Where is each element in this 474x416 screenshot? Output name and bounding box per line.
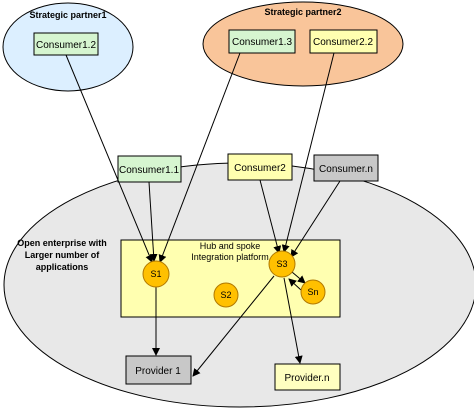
consumer-1-1-label: Consumer1.1	[119, 165, 179, 176]
arrow-consumer12-to-s1	[65, 54, 154, 263]
enterprise-label-line1: Open enterprise with	[17, 238, 107, 248]
consumer-1-3-label: Consumer1.3	[232, 37, 292, 48]
strategic-partner2-ellipse	[202, 1, 404, 87]
service-s2[interactable]: S2	[213, 282, 239, 308]
strategic-partner2-title: Strategic partner2	[264, 7, 341, 17]
arrow-s3-to-sn	[291, 271, 306, 284]
arrow-consumern-to-s3	[290, 180, 341, 258]
consumer-1-1-box[interactable]: Consumer1.1	[117, 155, 182, 183]
arrow-s3-to-provider1	[192, 275, 275, 377]
service-s3[interactable]: S3	[268, 250, 296, 278]
arrow-consumer22-to-s3	[281, 52, 335, 253]
arrow-consumer13-to-s1	[158, 52, 241, 263]
service-s2-label: S2	[220, 290, 231, 300]
arrow-consumer11-to-s1	[148, 181, 158, 262]
consumer-2-2-box[interactable]: Consumer2.2	[309, 29, 378, 54]
provider-1-label: Provider 1	[135, 366, 181, 377]
consumer-2-box[interactable]: Consumer2	[227, 153, 293, 181]
service-s1-label: S1	[150, 269, 161, 279]
strategic-partner1-title: Strategic partner1	[29, 10, 106, 20]
enterprise-label-line2: Larger number of	[25, 250, 101, 260]
service-s3-label: S3	[276, 259, 287, 269]
service-sn-label: Sn	[307, 287, 318, 297]
consumer-2-label: Consumer2	[234, 163, 286, 174]
provider-n-label: Provider.n	[284, 373, 329, 384]
hub-label-line1: Hub and spoke	[200, 241, 261, 251]
service-s1[interactable]: S1	[142, 260, 170, 288]
consumer-1-3-box[interactable]: Consumer1.3	[228, 29, 296, 54]
consumer-1-2-box[interactable]: Consumer1.2	[33, 32, 99, 56]
open-enterprise-label: Open enterprise with Larger number of ap…	[17, 238, 107, 272]
provider-1-box[interactable]: Provider 1	[125, 355, 192, 385]
arrow-sn-to-s3	[288, 278, 302, 291]
consumer-n-label: Consumer.n	[319, 164, 373, 175]
hub-label-line2: Integration platform	[191, 252, 269, 262]
arrow-s3-to-providern	[283, 277, 303, 364]
consumer-1-2-label: Consumer1.2	[36, 40, 96, 51]
enterprise-label-line3: applications	[36, 262, 89, 272]
service-sn[interactable]: Sn	[300, 279, 326, 305]
consumer-2-2-label: Consumer2.2	[313, 37, 373, 48]
arrow-consumer2-to-s3	[259, 179, 282, 254]
provider-n-box[interactable]: Provider.n	[274, 363, 341, 391]
consumer-n-box[interactable]: Consumer.n	[313, 154, 379, 182]
